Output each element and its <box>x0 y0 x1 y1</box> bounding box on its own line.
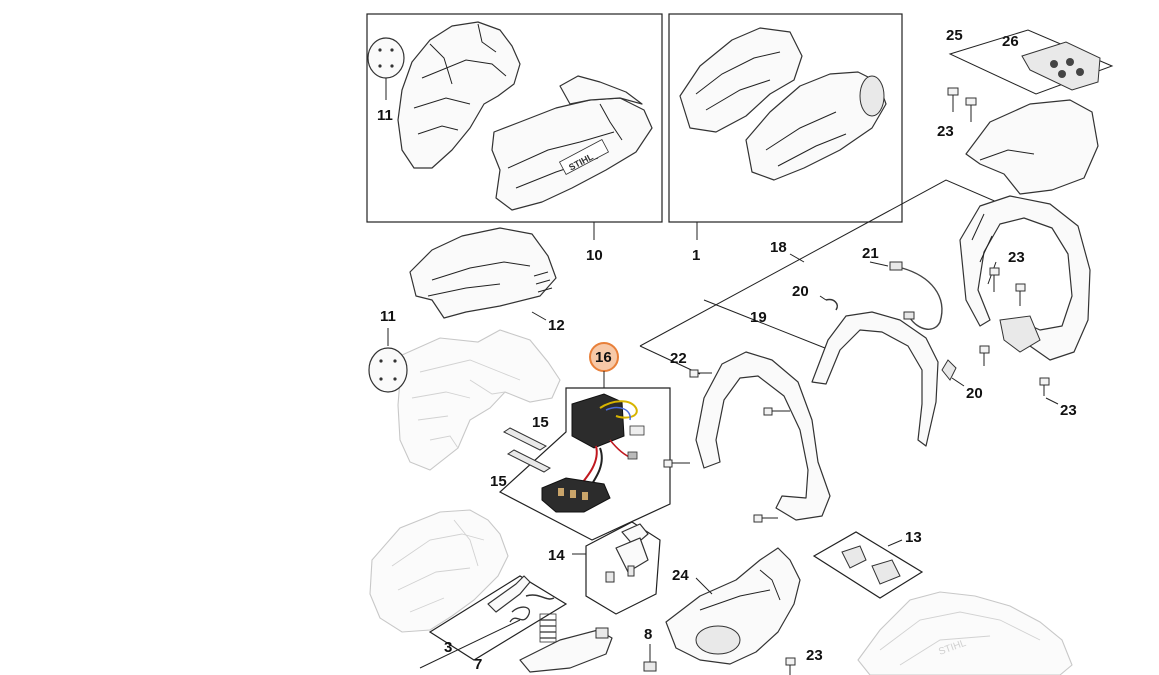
part-18-loop-handle <box>695 351 831 521</box>
screws-22 <box>663 369 790 523</box>
callout-23-right: 23 <box>1008 249 1025 266</box>
part-15-strips <box>503 427 551 473</box>
callout-8: 8 <box>644 626 652 643</box>
callout-16-badge: 16 <box>589 342 619 372</box>
callout-15-top: 15 <box>532 414 549 431</box>
part-26-decal <box>1021 41 1101 91</box>
part-19-handle-bar <box>811 311 939 447</box>
callout-1: 1 <box>692 247 700 264</box>
part-8-clip <box>643 661 657 672</box>
ghost-housing-upper <box>397 329 561 471</box>
callout-11-top: 11 <box>377 107 393 124</box>
screw-23-bottom <box>785 657 796 675</box>
part-21-cable <box>889 261 943 330</box>
part-3-lever-spring <box>487 575 555 623</box>
callout-11-lower: 11 <box>380 308 396 325</box>
part-7-bracket <box>519 627 613 673</box>
leader-19 <box>703 299 831 351</box>
part-rear-handle-frame <box>959 195 1091 361</box>
part-20-clip-right <box>941 359 957 381</box>
part-spring-coil <box>539 613 557 643</box>
screw-23-top <box>947 87 977 122</box>
box-parts-3 <box>428 575 568 661</box>
callout-26: 26 <box>1002 33 1019 50</box>
callout-20-top: 20 <box>792 283 809 300</box>
box-module-16 <box>498 387 671 541</box>
part-14-switch <box>605 523 649 583</box>
callout-15-bottom: 15 <box>490 473 507 490</box>
callout-22: 22 <box>670 350 687 367</box>
leader-25-26-frame <box>948 29 1114 95</box>
ghost-housing-lower <box>369 509 509 633</box>
callout-23-top: 23 <box>937 123 954 140</box>
callout-10: 10 <box>586 247 603 264</box>
callout-24: 24 <box>672 567 689 584</box>
part-16-module <box>541 393 645 513</box>
part-cover <box>965 99 1099 195</box>
part-11-lower-washer <box>368 347 408 393</box>
callout-13: 13 <box>905 529 922 546</box>
box-housing-10 <box>366 13 663 223</box>
callout-7: 7 <box>474 656 482 673</box>
part-24-guard <box>665 547 801 665</box>
box-handle-1 <box>668 13 903 223</box>
box-switch-14 <box>585 521 661 615</box>
part-12-motor-cover <box>409 227 557 321</box>
callout-21: 21 <box>862 245 879 262</box>
callout-19: 19 <box>750 309 767 326</box>
callout-3: 3 <box>444 639 452 656</box>
handle-housing-parts <box>679 27 887 181</box>
callout-20-right: 20 <box>966 385 983 402</box>
callout-14: 14 <box>548 547 565 564</box>
part-11-top-washer <box>367 37 405 100</box>
callout-18: 18 <box>770 239 787 256</box>
housing-shells: STIHL <box>397 21 653 211</box>
screws-23-right <box>979 267 1050 396</box>
callout-12: 12 <box>548 317 565 334</box>
ghost-housing-right: STIHL <box>857 591 1073 675</box>
callout-23-bottom: 23 <box>806 647 823 664</box>
callout-16: 16 <box>595 349 612 366</box>
part-13-pads <box>841 545 901 585</box>
part-20-clip-top <box>825 298 838 311</box>
callout-23-lower-right: 23 <box>1060 402 1077 419</box>
box-pads-13 <box>812 531 924 599</box>
callout-25: 25 <box>946 27 963 44</box>
